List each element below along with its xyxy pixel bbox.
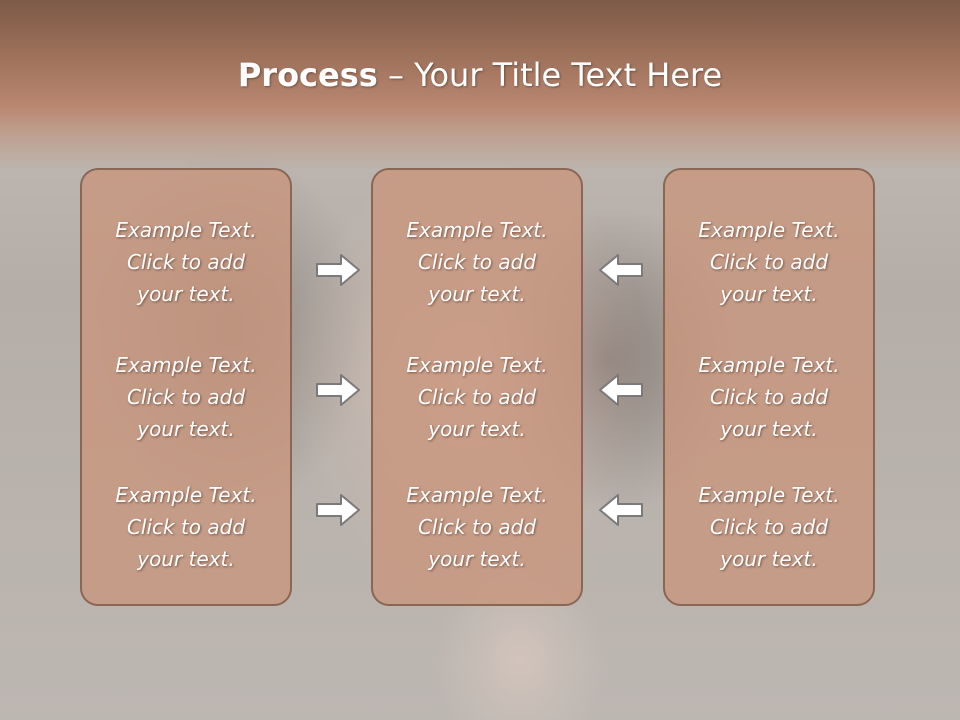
text-block[interactable]: Example Text. Click to add your text. xyxy=(665,349,873,445)
text-line: Example Text. xyxy=(698,218,840,242)
text-line: Example Text. xyxy=(115,483,257,507)
text-line: Click to add xyxy=(126,250,246,274)
text-block[interactable]: Example Text. Click to add your text. xyxy=(373,214,581,310)
text-block[interactable]: Example Text. Click to add your text. xyxy=(665,479,873,575)
left-arrow-icon xyxy=(599,374,643,406)
header-band xyxy=(0,0,960,170)
text-line: Click to add xyxy=(417,250,537,274)
text-block[interactable]: Example Text. Click to add your text. xyxy=(82,479,290,575)
text-block[interactable]: Example Text. Click to add your text. xyxy=(82,214,290,310)
text-line: Example Text. xyxy=(698,353,840,377)
text-line: Click to add xyxy=(126,515,246,539)
right-arrow-icon xyxy=(316,254,360,286)
left-arrow-icon xyxy=(599,494,643,526)
text-line: your text. xyxy=(137,282,235,306)
text-line: Click to add xyxy=(709,250,829,274)
text-line: your text. xyxy=(428,282,526,306)
right-arrow-icon xyxy=(316,494,360,526)
text-line: your text. xyxy=(720,282,818,306)
text-block[interactable]: Example Text. Click to add your text. xyxy=(373,349,581,445)
text-line: your text. xyxy=(720,417,818,441)
text-line: Example Text. xyxy=(698,483,840,507)
text-line: Example Text. xyxy=(406,483,548,507)
text-line: your text. xyxy=(720,547,818,571)
text-line: Click to add xyxy=(417,515,537,539)
text-line: Click to add xyxy=(417,385,537,409)
title-rest-part: – Your Title Text Here xyxy=(377,56,723,94)
text-line: Example Text. xyxy=(406,218,548,242)
left-panel[interactable]: Example Text. Click to add your text. Ex… xyxy=(80,168,292,606)
text-line: Click to add xyxy=(709,385,829,409)
text-line: your text. xyxy=(428,547,526,571)
text-block[interactable]: Example Text. Click to add your text. xyxy=(82,349,290,445)
left-arrow-icon xyxy=(599,254,643,286)
text-line: your text. xyxy=(137,417,235,441)
text-line: Click to add xyxy=(126,385,246,409)
text-block[interactable]: Example Text. Click to add your text. xyxy=(665,214,873,310)
text-line: Example Text. xyxy=(115,218,257,242)
slide-title[interactable]: Process – Your Title Text Here xyxy=(0,52,960,98)
text-line: Example Text. xyxy=(115,353,257,377)
text-block[interactable]: Example Text. Click to add your text. xyxy=(373,479,581,575)
center-panel[interactable]: Example Text. Click to add your text. Ex… xyxy=(371,168,583,606)
text-line: your text. xyxy=(428,417,526,441)
right-arrow-icon xyxy=(316,374,360,406)
title-bold-part: Process xyxy=(237,56,378,94)
text-line: Click to add xyxy=(709,515,829,539)
right-panel[interactable]: Example Text. Click to add your text. Ex… xyxy=(663,168,875,606)
text-line: your text. xyxy=(137,547,235,571)
text-line: Example Text. xyxy=(406,353,548,377)
